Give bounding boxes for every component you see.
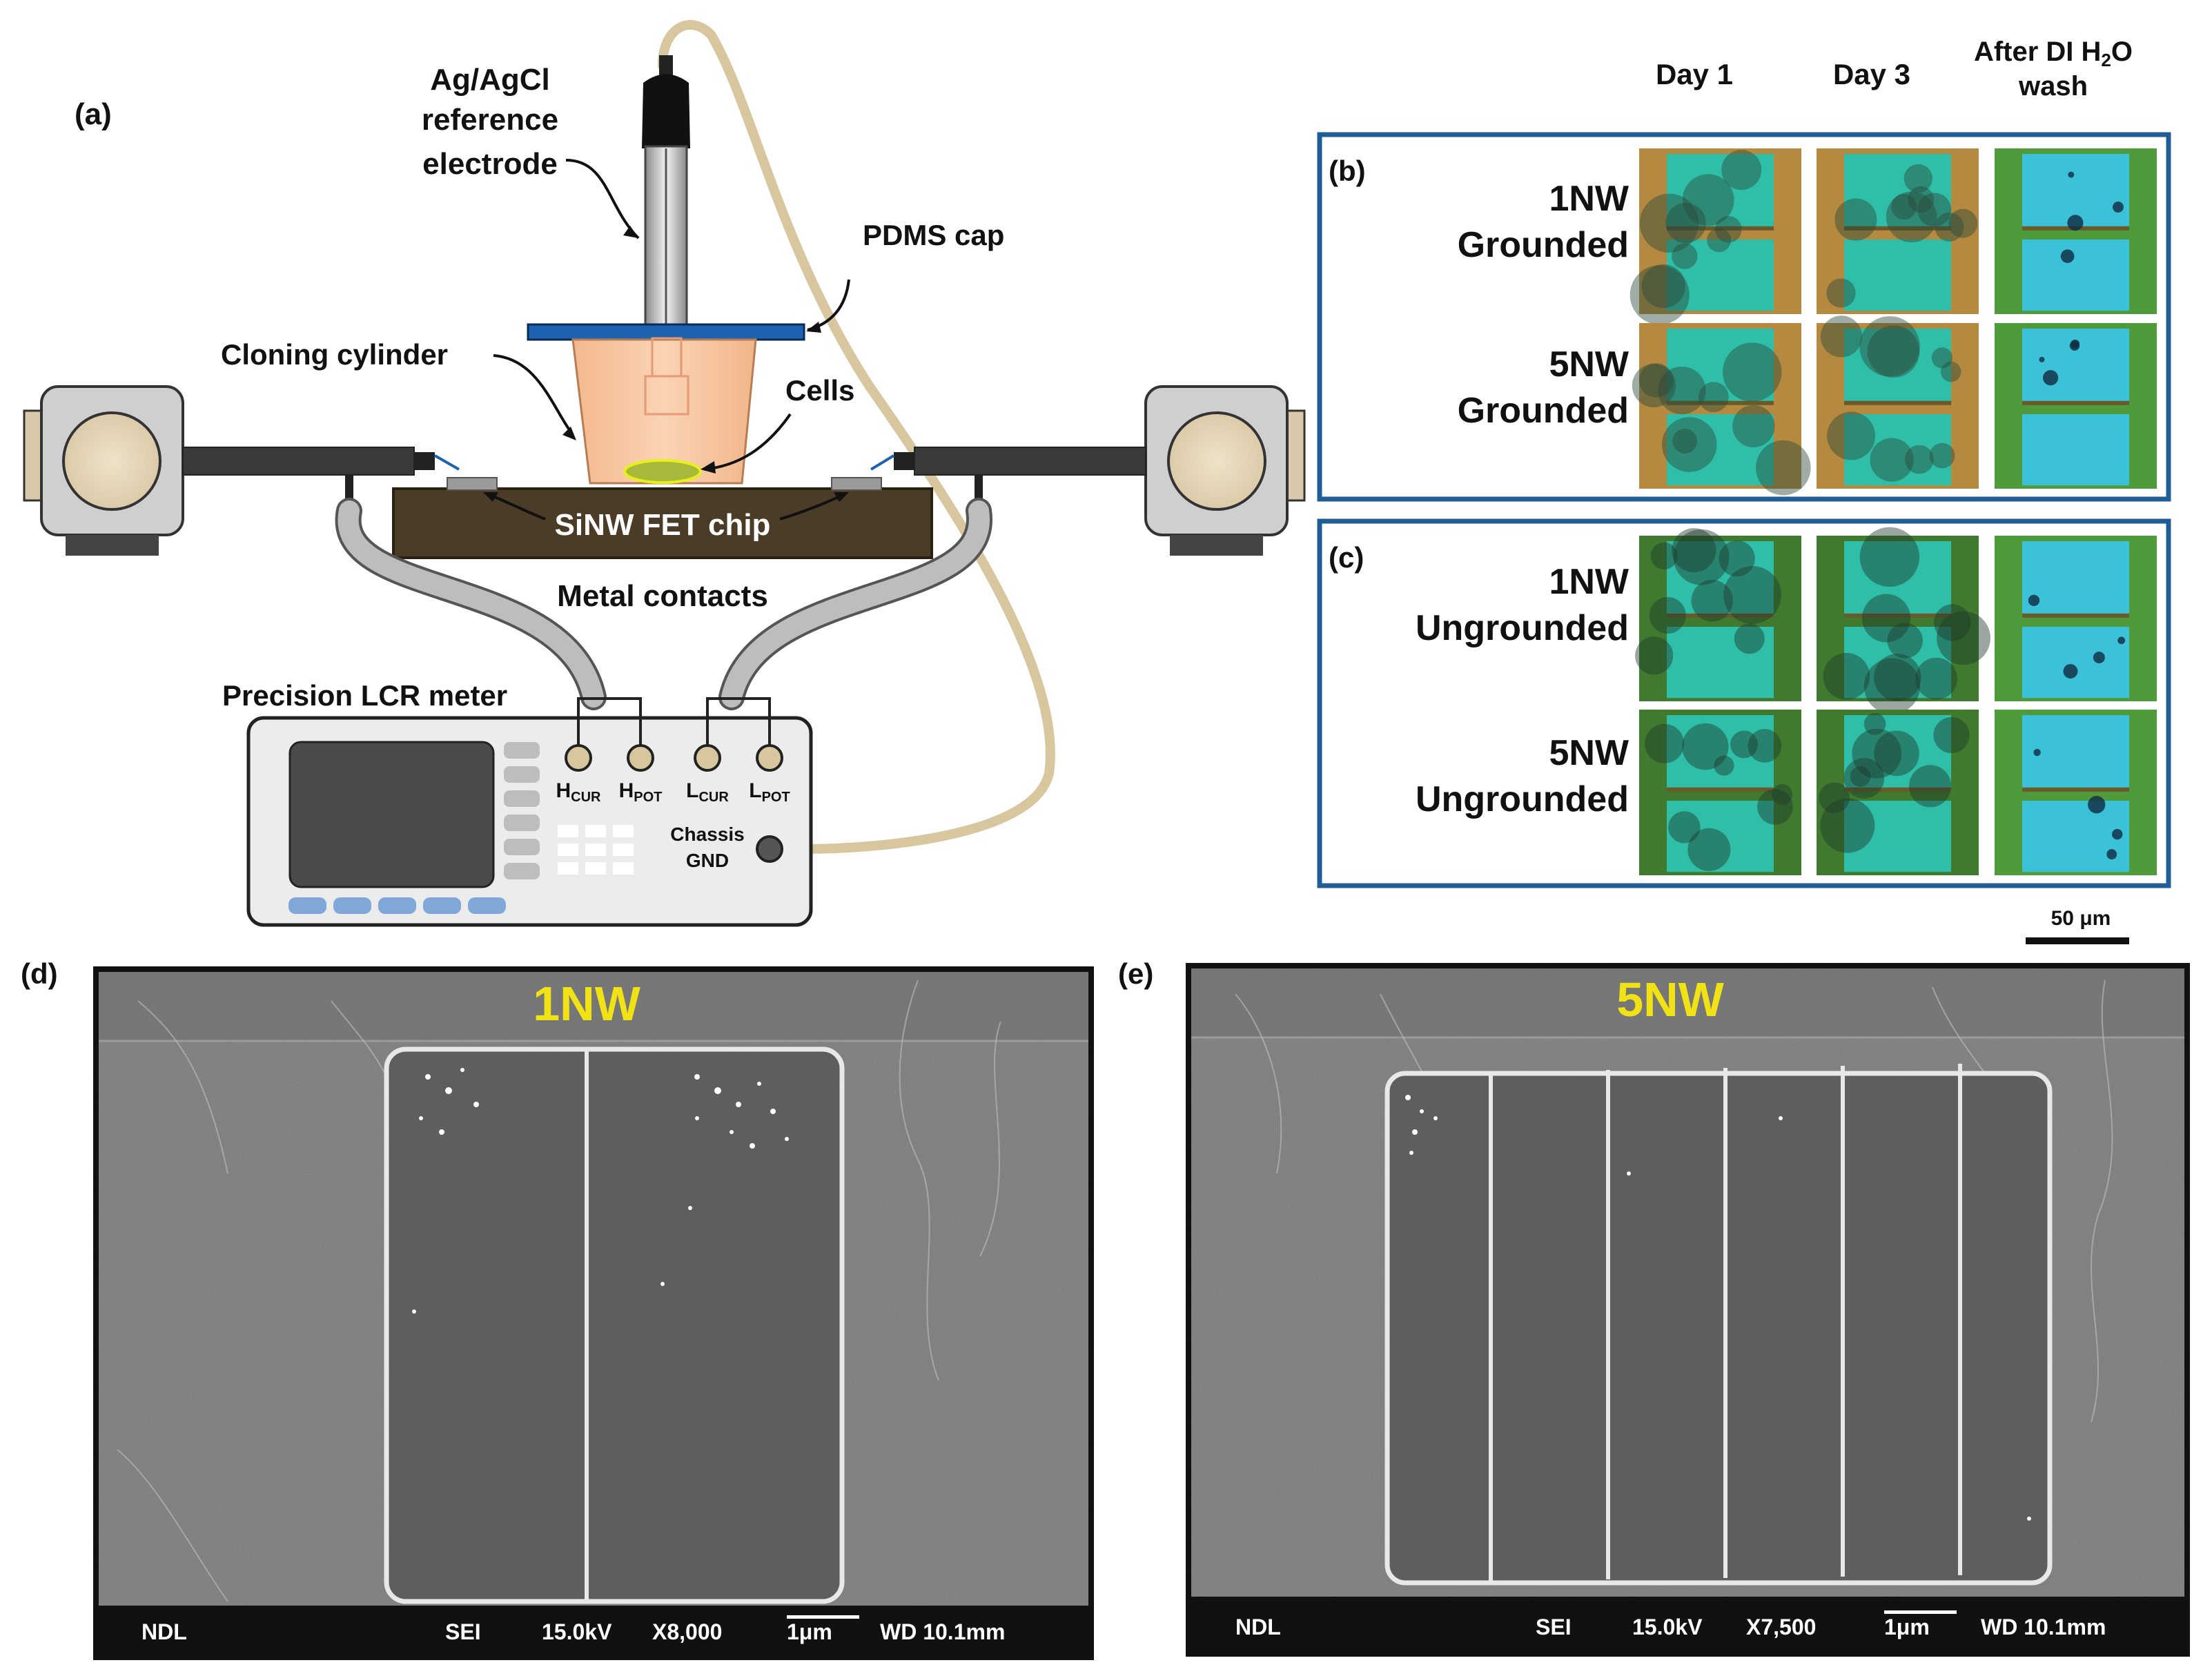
cloning-cylinder: [571, 338, 757, 485]
chip-label: SiNW FET chip: [555, 508, 771, 542]
terminal-h-pot: HPOT: [619, 779, 663, 805]
reference-electrode: [642, 55, 690, 338]
scale-bar-label: 50 μm: [2051, 907, 2111, 930]
column-day1: Day 1: [1656, 58, 1733, 90]
panel-a-label: (a): [75, 97, 112, 131]
ref-electrode-label-3: electrode: [422, 147, 558, 181]
sem-e-sei: SEI: [1536, 1615, 1572, 1639]
panel-e-label: (e): [1118, 957, 1153, 990]
terminal-l-pot: LPOT: [749, 779, 790, 805]
micrograph-tile: [1817, 710, 1979, 875]
panel-e: (e) 5NW NDL SEI 15.0kV X7,500 1μm W: [1118, 957, 2190, 1657]
micrograph-tile: [1995, 710, 2157, 875]
sem-e-scale: 1μm: [1884, 1615, 1930, 1639]
sem-title-e: 5NW: [1616, 973, 1724, 1026]
sem-title-d: 1NW: [533, 977, 640, 1031]
sem-e-scalebar: [1884, 1610, 1957, 1614]
panel-d-label: (d): [21, 957, 58, 990]
sinw-fet-chip: [392, 487, 933, 559]
row1-line1: 1NW: [1549, 179, 1629, 219]
metal-contact-left: [447, 477, 498, 491]
sem-d-scale: 1μm: [787, 1619, 832, 1644]
particles-e: [1405, 1095, 2031, 1521]
sem-e-kv: 15.0kV: [1632, 1615, 1703, 1639]
column-wash-line2: wash: [2018, 71, 2088, 101]
sem-d-mag: X8,000: [652, 1619, 722, 1644]
cells-label: Cells: [785, 374, 854, 407]
scale-bar: [2026, 937, 2129, 944]
lcr-meter: [246, 697, 813, 927]
row4-line2: Ungrounded: [1416, 779, 1629, 819]
sem-d-wd: WD 10.1mm: [880, 1619, 1005, 1644]
nanowire-frame-e: [1384, 1071, 2053, 1586]
sem-e-ndl: NDL: [1235, 1615, 1281, 1639]
panel-bc: Day 1 Day 3 After DI H2O wash (b) (c) 1N…: [1317, 37, 2171, 944]
pdms-cap-label: PDMS cap: [863, 219, 1004, 251]
sem-d-sei: SEI: [445, 1619, 481, 1644]
micrograph-tile: [1639, 710, 1801, 875]
row3-line2: Ungrounded: [1416, 608, 1629, 648]
micrograph-tile: [1817, 527, 1990, 714]
chassis-label-2: GND: [686, 850, 729, 871]
micrograph-tile: [1817, 315, 1979, 489]
terminal-l-cur: LCUR: [686, 779, 729, 805]
particles-d: [412, 1068, 789, 1314]
panel-a: (a) Ag/AgCl reference electrode PDMS cap…: [23, 20, 1306, 927]
row2-line1: 5NW: [1549, 344, 1629, 384]
row1-line2: Grounded: [1458, 225, 1629, 265]
terminal-h-cur: HCUR: [556, 779, 601, 805]
column-wash: After DI H2O: [1974, 37, 2133, 70]
probe-station-left: [23, 385, 460, 556]
sem-d-scalebar: [787, 1615, 859, 1619]
micrograph-tile: [1817, 148, 1979, 314]
ref-electrode-arrow: [565, 159, 640, 240]
row2-line2: Grounded: [1458, 391, 1629, 431]
sem-e-mag: X7,500: [1746, 1615, 1816, 1639]
metal-contacts-label: Metal contacts: [557, 579, 768, 613]
column-day3: Day 3: [1833, 58, 1910, 90]
sem-d-ndl: NDL: [141, 1619, 187, 1644]
row4-line1: 5NW: [1549, 733, 1629, 773]
ref-electrode-label-2: reference: [422, 103, 558, 137]
sem-d-kv: 15.0kV: [542, 1619, 612, 1644]
probe-station-right: [870, 385, 1306, 556]
micrograph-tile: [1629, 148, 1801, 325]
micrograph-tile: [1632, 323, 1811, 496]
micrograph-tile: [1635, 528, 1801, 701]
cells: [623, 459, 702, 484]
ref-electrode-label-1: Ag/AgCl: [430, 63, 550, 97]
nanowires-e: [1489, 1064, 1962, 1581]
panel-c-label: (c): [1329, 541, 1364, 574]
panel-b-label: (b): [1329, 155, 1366, 187]
micrograph-tile: [1995, 536, 2157, 701]
sem-e-wd: WD 10.1mm: [1981, 1615, 2106, 1639]
micrograph-tile: [1995, 323, 2157, 489]
cloning-cylinder-label: Cloning cylinder: [221, 338, 448, 371]
lcr-meter-label: Precision LCR meter: [222, 679, 507, 712]
panel-d: (d) 1NW NDL SEI 15.0kV X8,000 1μm: [21, 957, 1094, 1660]
row3-line1: 1NW: [1549, 562, 1629, 602]
metal-contact-right: [831, 477, 882, 491]
micrograph-tile: [1995, 148, 2157, 314]
micrograph-grid: [1629, 148, 2157, 875]
nanowire-frame-d: [384, 1046, 845, 1604]
chassis-label-1: Chassis: [670, 824, 744, 845]
